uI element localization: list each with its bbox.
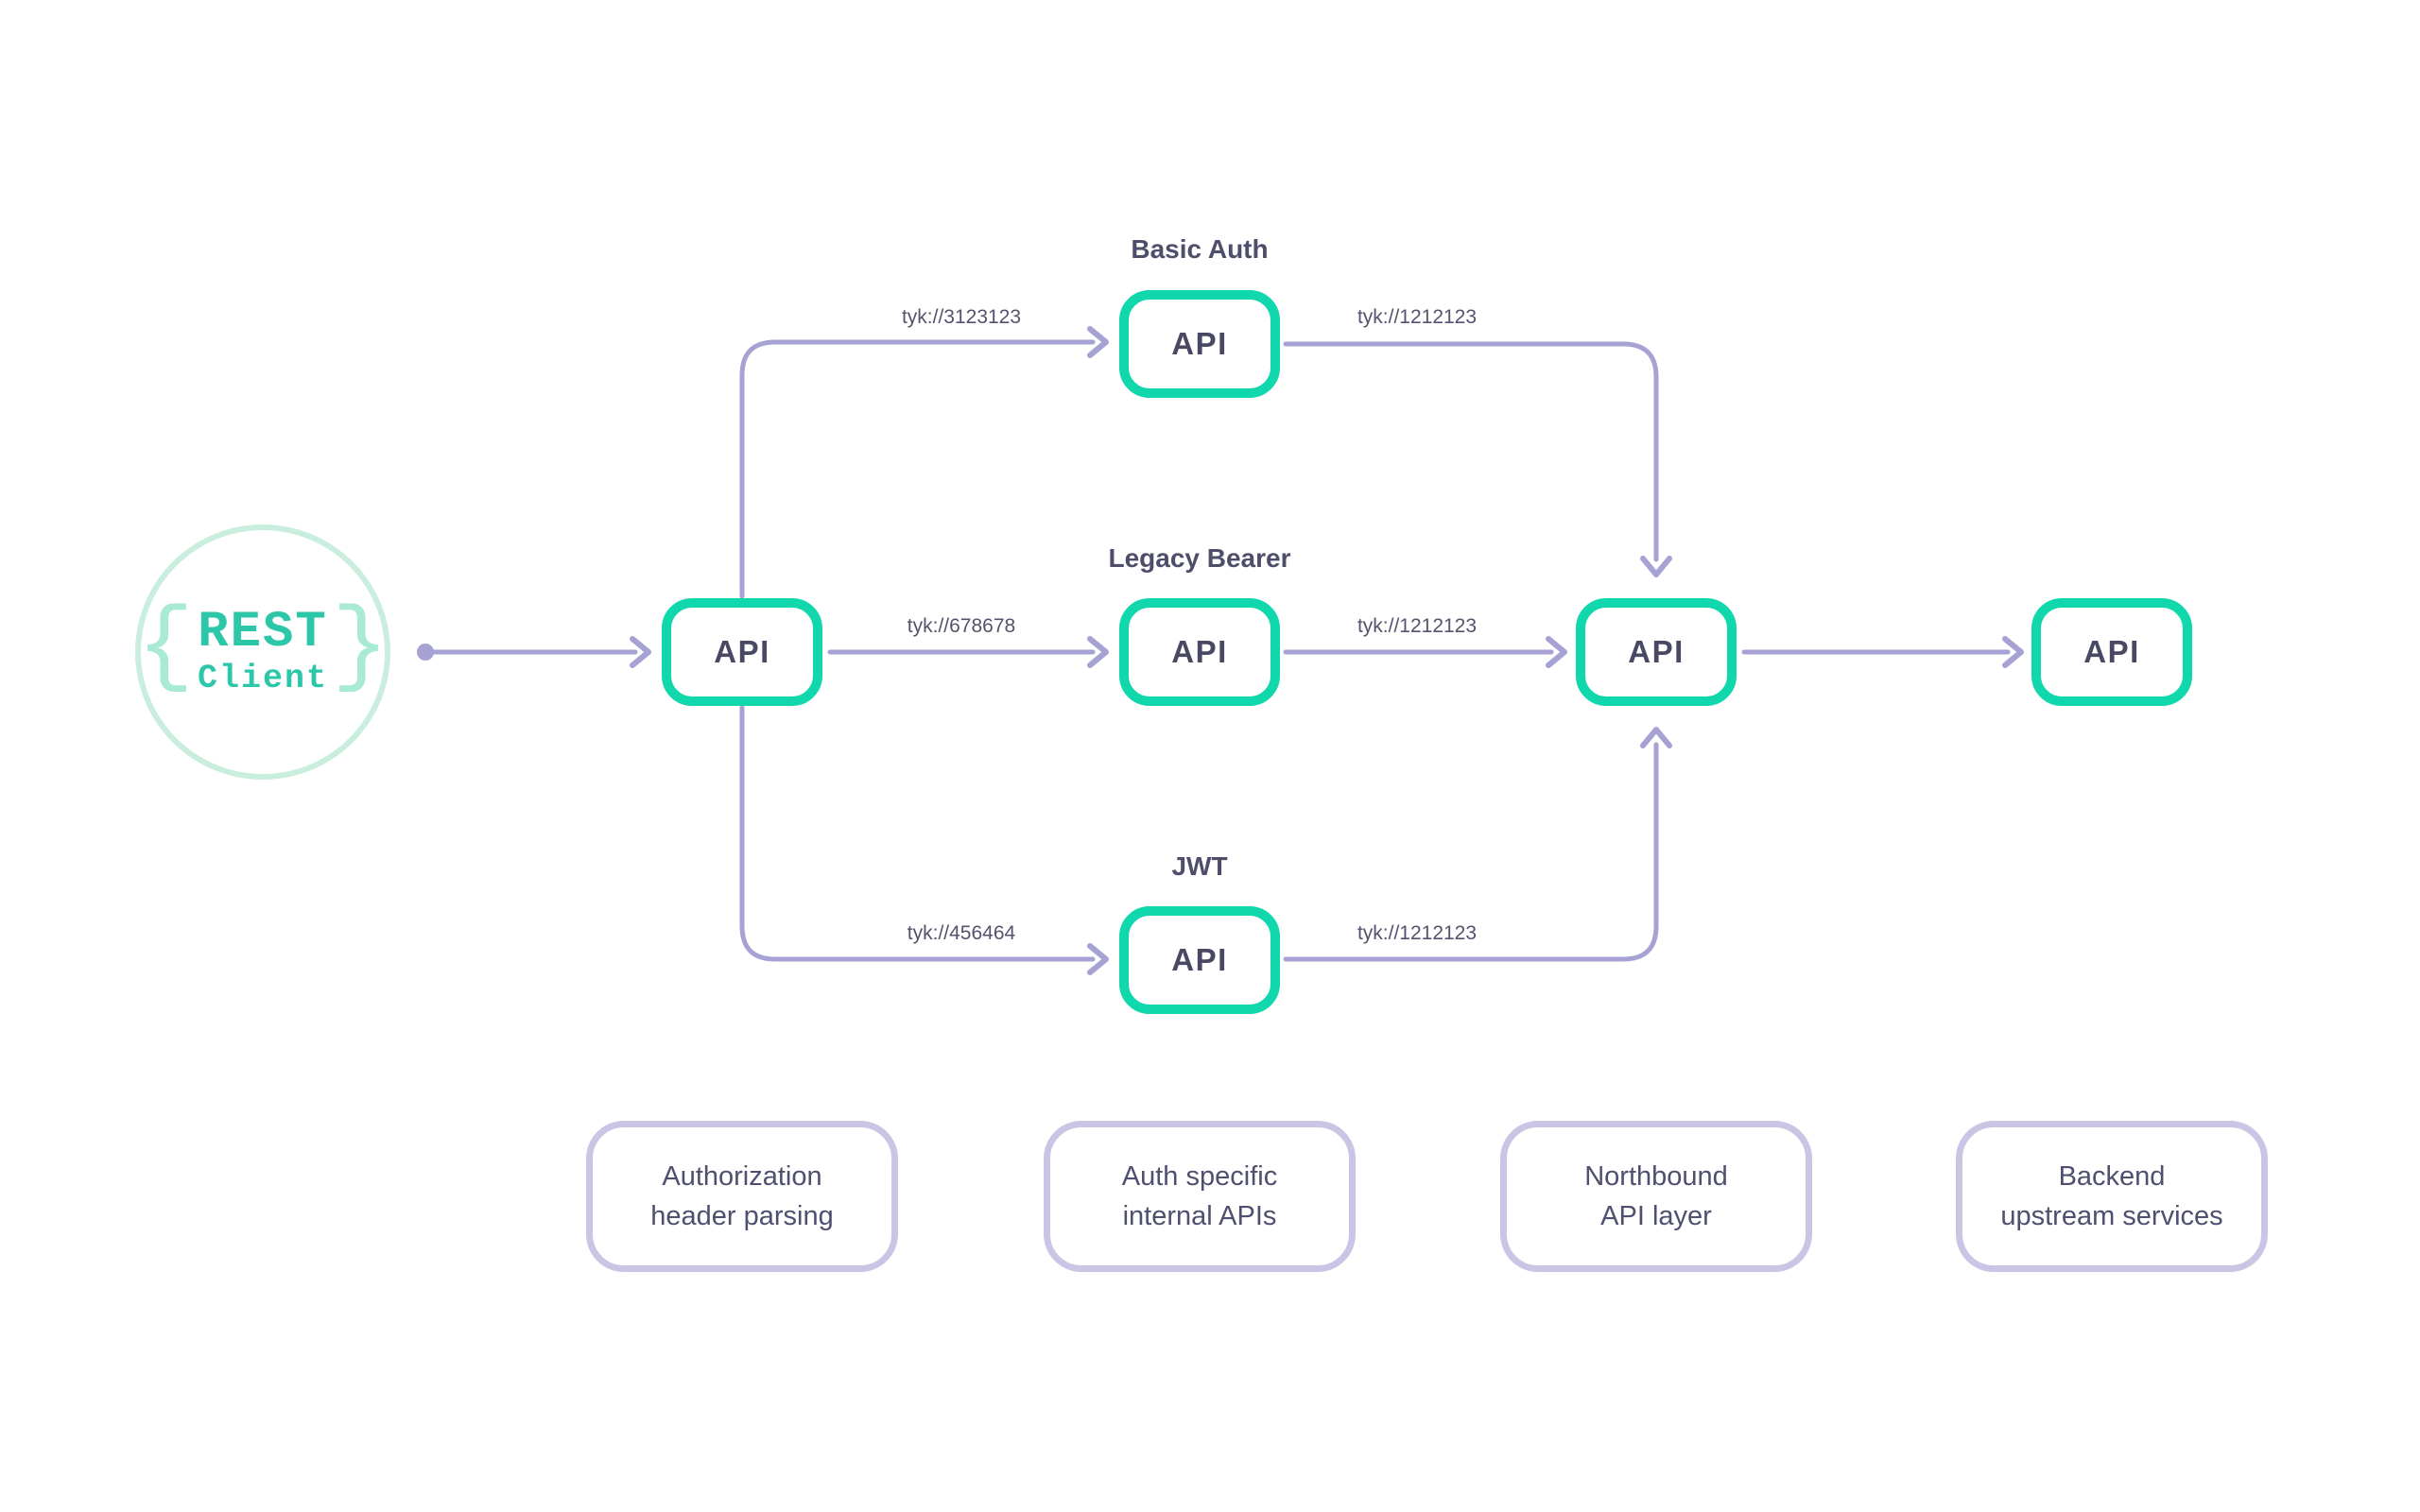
arrowhead-down-into-northbound: [1640, 556, 1672, 577]
legend-auth-specific-internal-apis: Auth specific internal APIs: [1044, 1121, 1356, 1272]
arrowhead-up-into-northbound: [1640, 727, 1672, 748]
legend-line: Authorization: [662, 1160, 822, 1192]
edge-label-legacy-to-northbound: tyk://1212123: [1357, 615, 1478, 637]
rest-client-subtitle: Client: [197, 660, 329, 698]
edge-label-gateway-to-jwt: tyk://456464: [907, 922, 1016, 944]
api-node-northbound: API: [1576, 598, 1737, 706]
wire-gateway-to-jwt: [739, 705, 1096, 962]
legend-backend-upstream-services: Backend upstream services: [1956, 1121, 2268, 1272]
edge-label-basic-to-northbound: tyk://1212123: [1357, 306, 1478, 328]
rest-client-title: REST: [198, 604, 328, 662]
wire-jwt-to-northbound: [1283, 742, 1659, 962]
edge-label-gateway-to-basic: tyk://3123123: [901, 306, 1022, 328]
wire-basic-to-northbound: [1283, 341, 1659, 562]
arrowhead-into-basic: [1087, 326, 1109, 358]
right-brace: }: [332, 594, 389, 701]
arrowhead-into-gateway: [630, 636, 651, 668]
legend-line: internal APIs: [1122, 1201, 1277, 1231]
arrowhead-into-legacy: [1087, 636, 1109, 668]
api-node-gateway: API: [662, 598, 822, 706]
legend-authorization-header-parsing: Authorization header parsing: [586, 1121, 898, 1272]
rest-client-node: { REST Client }: [135, 524, 390, 780]
left-brace: {: [136, 594, 194, 701]
legend-line: Backend: [2058, 1160, 2166, 1192]
api-node-basic-auth: API: [1119, 290, 1280, 398]
arrowhead-into-jwt: [1087, 943, 1109, 975]
group-title-basic-auth: Basic Auth: [1131, 234, 1269, 264]
legend-line: header parsing: [650, 1201, 834, 1231]
arrowhead-left-into-northbound: [1546, 636, 1567, 668]
legend-line: Auth specific: [1121, 1160, 1278, 1192]
api-node-legacy-bearer: API: [1119, 598, 1280, 706]
group-title-jwt: JWT: [1171, 851, 1228, 881]
wire-start-dot: [417, 644, 434, 661]
rest-client-label: { REST Client }: [137, 601, 389, 699]
legend-line: upstream services: [2000, 1201, 2223, 1231]
api-node-backend: API: [2031, 598, 2192, 706]
legend-line: API layer: [1600, 1201, 1712, 1231]
legend-line: Northbound: [1584, 1160, 1728, 1192]
group-title-legacy-bearer: Legacy Bearer: [1108, 543, 1291, 573]
arrowhead-into-backend: [2002, 636, 2024, 668]
legend-northbound-api-layer: Northbound API layer: [1500, 1121, 1812, 1272]
edge-label-gateway-to-legacy: tyk://678678: [907, 615, 1016, 637]
api-node-jwt: API: [1119, 906, 1280, 1014]
edge-label-jwt-to-northbound: tyk://1212123: [1357, 922, 1478, 944]
wire-gateway-to-basic: [739, 339, 1096, 599]
